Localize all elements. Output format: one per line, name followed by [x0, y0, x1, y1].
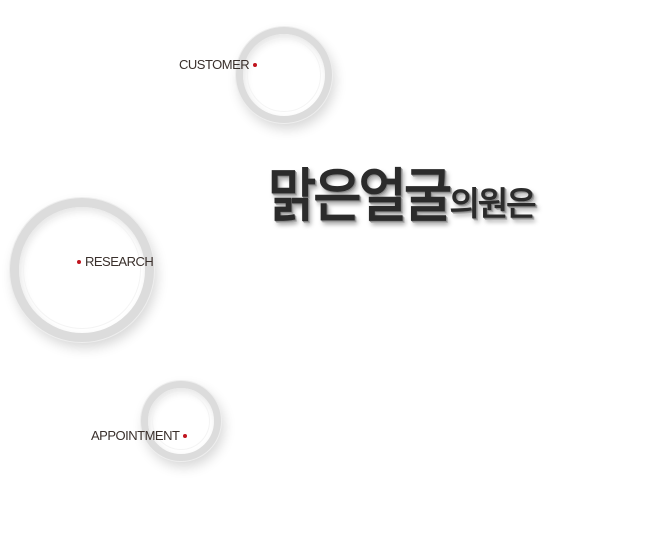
customer-ring-graphic — [236, 27, 332, 123]
clinic-name: 맑은얼굴 — [268, 162, 452, 230]
appointment-ring-graphic — [141, 381, 221, 461]
appointment-link[interactable]: APPOINTMENT — [91, 428, 188, 443]
appointment-link-label: APPOINTMENT — [91, 428, 180, 443]
research-link[interactable]: RESEARCH — [77, 254, 154, 269]
red-dot-icon — [253, 62, 258, 67]
research-ring-graphic — [10, 198, 154, 342]
red-dot-icon — [183, 433, 188, 438]
customer-link-label: CUSTOMER — [179, 57, 250, 72]
customer-link[interactable]: CUSTOMER — [179, 57, 258, 72]
clinic-headline: 맑은얼굴 의원은 — [268, 162, 537, 230]
clinic-name-suffix: 의원은 — [449, 184, 536, 223]
red-dot-icon — [77, 259, 81, 264]
research-link-label: RESEARCH — [85, 254, 154, 269]
